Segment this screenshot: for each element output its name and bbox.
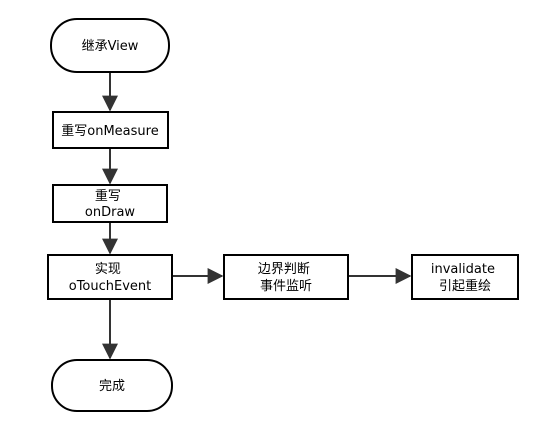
edges xyxy=(102,72,412,360)
node-invalidate: invalidate 引起重绘 xyxy=(411,254,519,300)
node-boundary: 边界判断 事件监听 xyxy=(223,254,349,300)
node-done: 完成 xyxy=(51,359,173,412)
svg-text:边界判断 事件监听: 边界判断 事件监听 xyxy=(258,262,314,294)
svg-text:实现 oTouchEvent: 实现 oTouchEvent xyxy=(69,262,152,294)
node-draw-label-line1: 重写 xyxy=(95,188,121,204)
node-start: 继承View xyxy=(50,18,170,73)
process-shape xyxy=(52,111,169,149)
node-invalidate-label-line1: invalidate xyxy=(431,262,495,277)
node-touch: 实现 oTouchEvent xyxy=(47,254,173,300)
process-shape xyxy=(52,184,168,223)
node-done-label: 完成 xyxy=(99,379,125,394)
svg-text:重写 onDraw: 重写 onDraw xyxy=(85,188,136,220)
node-invalidate-label-line2: 引起重绘 xyxy=(439,278,491,294)
node-measure-label: 重写onMeasure xyxy=(61,123,158,139)
node-measure: 重写onMeasure xyxy=(52,111,169,149)
process-shape xyxy=(47,254,173,300)
svg-text:完成: 完成 xyxy=(99,379,125,394)
process-shape xyxy=(223,254,349,300)
svg-text:继承View: 继承View xyxy=(82,39,139,54)
node-draw: 重写 onDraw xyxy=(52,184,168,223)
svg-text:重写onMeasure: 重写onMeasure xyxy=(61,123,158,139)
node-boundary-label-line1: 边界判断 xyxy=(258,262,310,277)
terminator-shape xyxy=(50,18,170,73)
node-touch-label-line1: 实现 xyxy=(95,262,121,277)
node-boundary-label-line2: 事件监听 xyxy=(260,279,312,294)
node-touch-label-line2: oTouchEvent xyxy=(69,279,152,294)
terminator-shape xyxy=(51,359,173,412)
svg-text:invalidate 引起重绘: invalidate 引起重绘 xyxy=(431,262,499,294)
process-shape xyxy=(411,254,519,300)
node-draw-label-line2: onDraw xyxy=(85,205,136,220)
node-start-label: 继承View xyxy=(82,39,139,54)
